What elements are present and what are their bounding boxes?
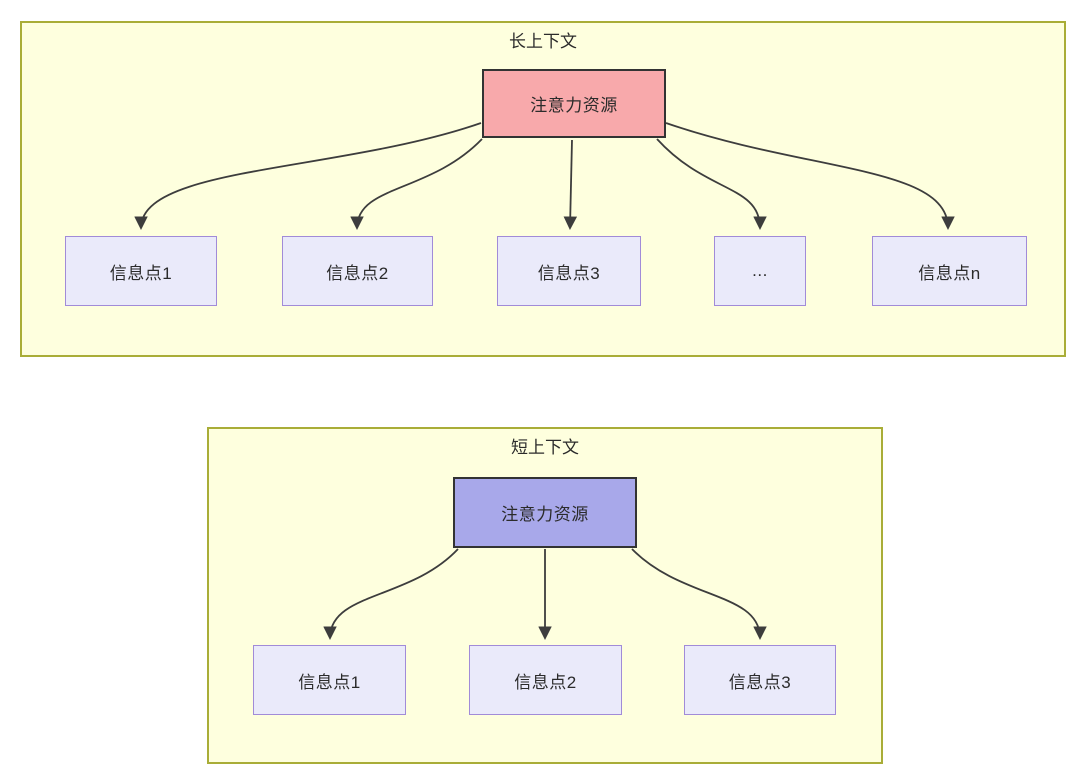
info-point-node-long-3: 信息点3 <box>497 236 641 306</box>
info-point-node-long-ellipsis: ... <box>714 236 806 306</box>
info-point-node-long-1: 信息点1 <box>65 236 217 306</box>
info-point-node-long-2: 信息点2 <box>282 236 433 306</box>
long-context-title: 长上下文 <box>509 32 577 51</box>
info-point-node-long-n: 信息点n <box>872 236 1027 306</box>
info-point-node-short-1: 信息点1 <box>253 645 406 715</box>
info-point-node-short-2: 信息点2 <box>469 645 622 715</box>
attention-resource-node-short: 注意力资源 <box>453 477 637 548</box>
short-context-title: 短上下文 <box>511 438 579 457</box>
info-point-node-short-3: 信息点3 <box>684 645 836 715</box>
attention-resource-node-long: 注意力资源 <box>482 69 666 138</box>
